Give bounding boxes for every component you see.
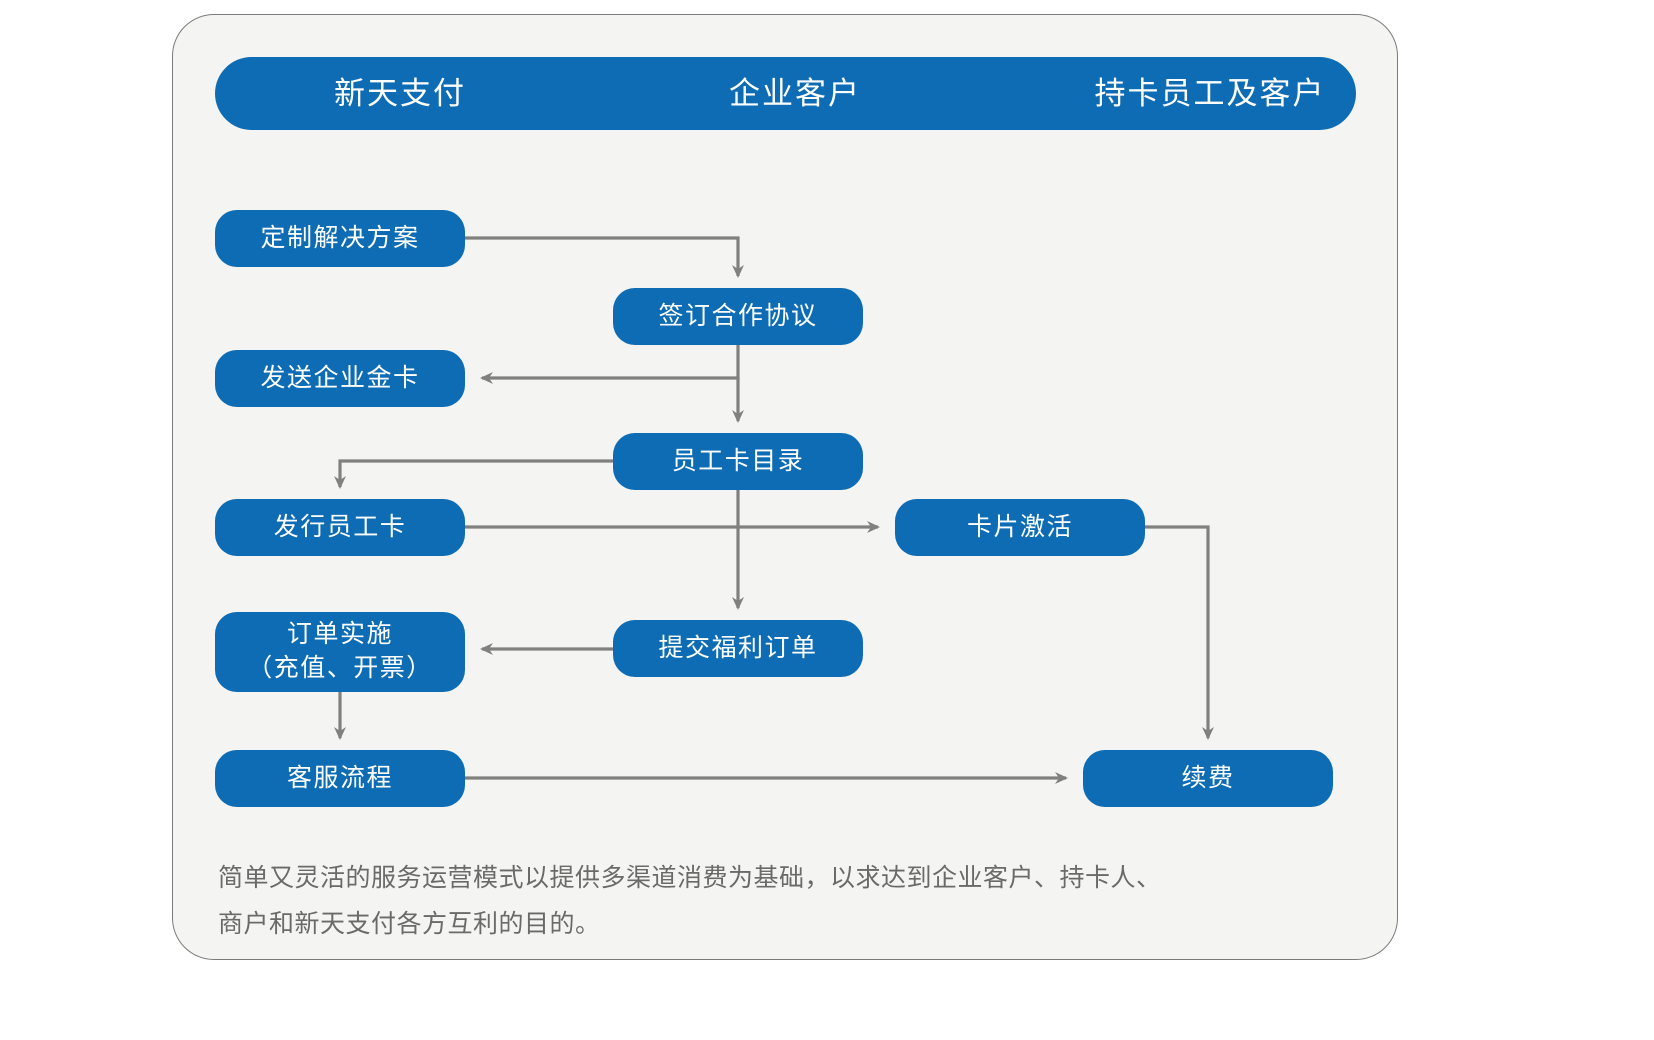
connector-card-catalog-to-issue-staff-card — [334, 459, 613, 489]
footer-line-1: 简单又灵活的服务运营模式以提供多渠道消费为基础，以求达到企业客户、持卡人、 — [218, 864, 1162, 892]
node-issue-staff-card[interactable]: 发行员工卡 — [215, 499, 465, 556]
node-renewal[interactable]: 续费 — [1083, 750, 1333, 807]
footer-description: 简单又灵活的服务运营模式以提供多渠道消费为基础，以求达到企业客户、持卡人、 商户… — [218, 855, 1348, 948]
connector-custom-solution-to-sign-agreement — [465, 236, 744, 278]
node-card-catalog[interactable]: 员工卡目录 — [613, 433, 863, 490]
node-send-gold-card[interactable]: 发送企业金卡 — [215, 350, 465, 407]
node-custom-solution[interactable]: 定制解决方案 — [215, 210, 465, 267]
node-order-execute[interactable]: 订单实施 （充值、开票） — [215, 612, 465, 692]
node-submit-order[interactable]: 提交福利订单 — [613, 620, 863, 677]
lane-header-enterprise: 企业客户 — [729, 76, 861, 111]
connector-card-activation-to-renewal — [1145, 525, 1214, 740]
node-card-activation[interactable]: 卡片激活 — [895, 499, 1145, 556]
footer-line-2: 商户和新天支付各方互利的目的。 — [218, 910, 601, 939]
node-sign-agreement[interactable]: 签订合作协议 — [613, 288, 863, 345]
connector-sign-agreement-to-send-gold-card — [480, 345, 740, 384]
node-service-process[interactable]: 客服流程 — [215, 750, 465, 807]
lane-header-bar: 新天支付 企业客户 持卡员工及客户 — [215, 57, 1356, 130]
lane-header-xintian-pay: 新天支付 — [334, 76, 466, 111]
lane-header-cardholder: 持卡员工及客户 — [1094, 76, 1326, 111]
